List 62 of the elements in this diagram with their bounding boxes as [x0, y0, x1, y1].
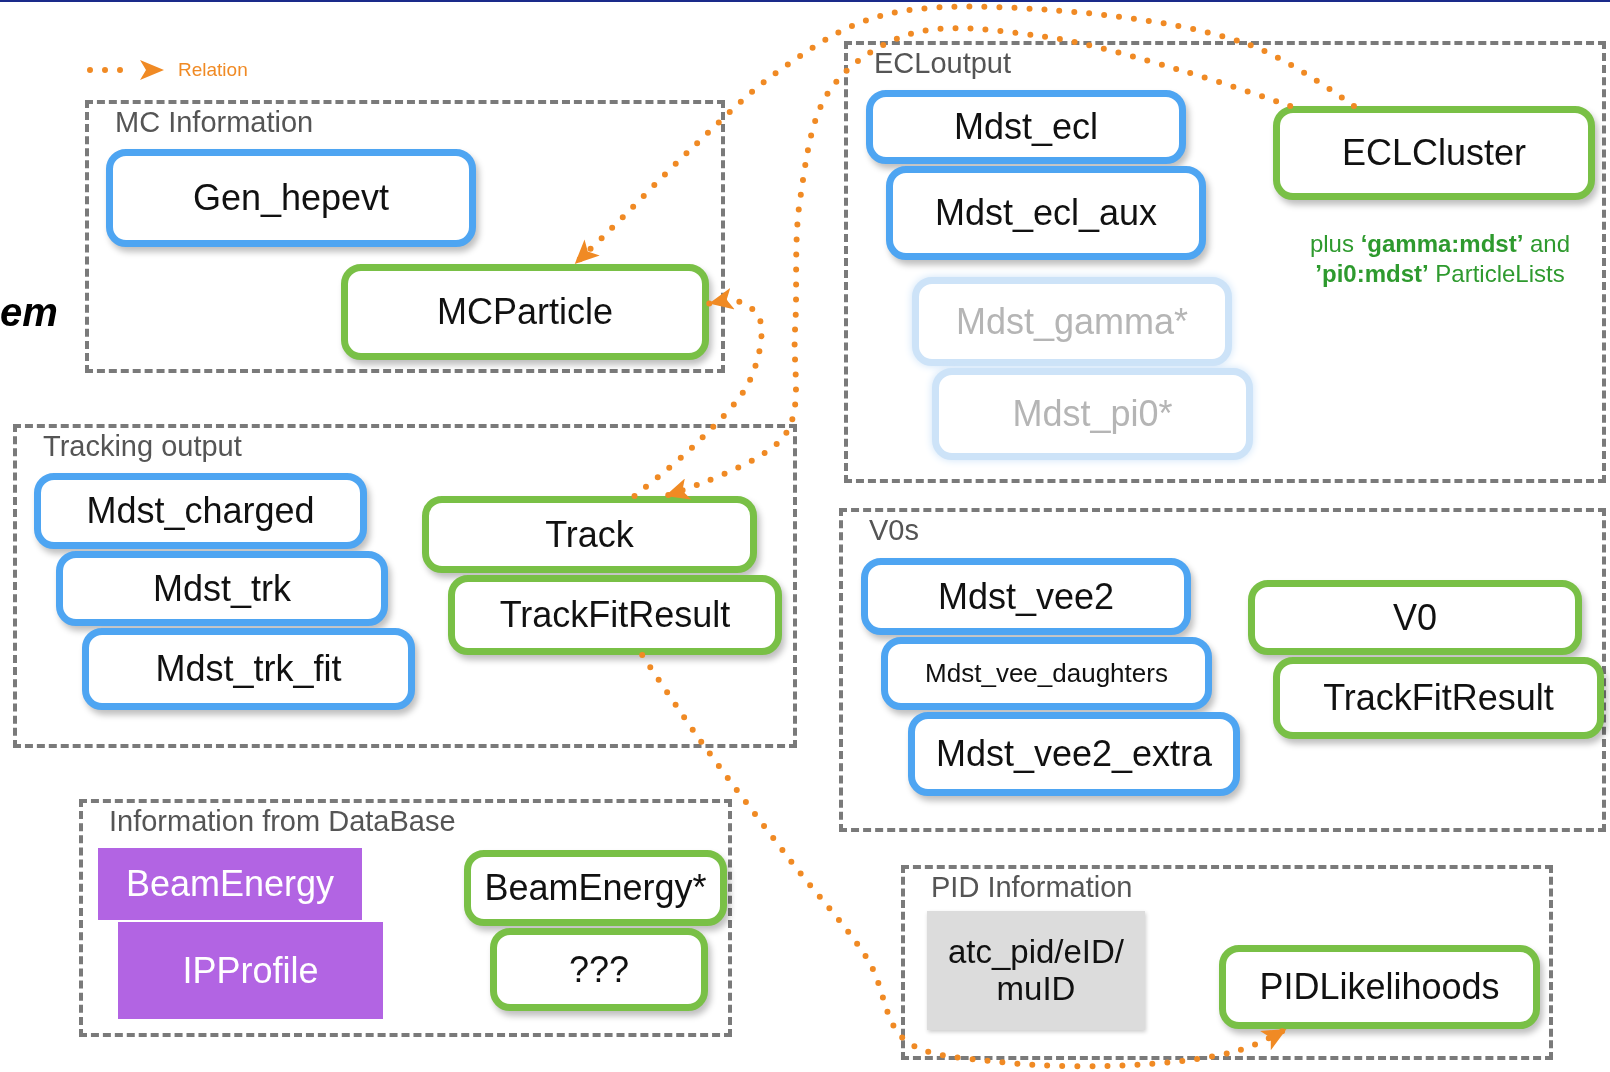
dashed-group-frame	[844, 41, 1606, 483]
filled-box	[118, 922, 383, 1019]
node-label: Mdst_trk_fit	[155, 649, 342, 689]
faded-rounded-box	[912, 277, 1232, 366]
group-title: MC Information	[115, 106, 314, 139]
rounded-box	[422, 496, 757, 573]
group-title: PID Information	[931, 871, 1133, 904]
group-title: Information from DataBase	[109, 805, 456, 838]
rounded-box	[908, 712, 1240, 796]
rounded-box	[1248, 580, 1582, 655]
legend-label: Relation	[178, 59, 248, 81]
node-label: Mdst_pi0*	[1012, 394, 1173, 434]
node-label: IPProfile	[182, 950, 319, 991]
node-label: Mdst_vee2_extra	[935, 734, 1213, 774]
node-label: Mdst_ecl	[953, 107, 1099, 147]
node-label: Mdst_vee_daughters	[925, 659, 1168, 688]
node-label: TrackFitResult	[1323, 678, 1554, 718]
node-label: TrackFitResult	[499, 595, 731, 635]
node-label: BeamEnergy*	[484, 868, 707, 908]
node-label: MCParticle	[437, 292, 613, 332]
rounded-box	[448, 575, 782, 655]
node-label: Mdst_charged	[86, 491, 315, 531]
group-title: V0s	[869, 514, 919, 547]
note-text: plus ‘gamma:mdst’ and ’pi0:mdst’ ParticleLists	[1308, 229, 1572, 289]
rounded-box	[106, 149, 476, 247]
rounded-box	[490, 928, 708, 1011]
relation-arrow	[631, 288, 765, 499]
node-label: Mdst_gamma*	[955, 301, 1189, 342]
relation-arrow	[662, 25, 1294, 500]
rounded-box	[1219, 945, 1540, 1029]
rounded-box	[464, 850, 727, 926]
node-label: Mdst_trk	[153, 568, 291, 609]
node-label: ECLCluster	[1341, 133, 1527, 173]
node-label: PIDLikelihoods	[1259, 967, 1500, 1007]
filled-box	[927, 911, 1145, 1030]
cut-off-title-text: em	[0, 290, 58, 335]
node-label: atc_pid/eID/ muID	[946, 934, 1126, 1007]
node-label: Mdst_ecl_aux	[934, 193, 1158, 233]
rounded-box	[341, 264, 709, 360]
node-label: BeamEnergy	[125, 864, 335, 904]
rounded-box	[1273, 657, 1604, 739]
dashed-group-frame	[85, 100, 725, 373]
node-label: V0	[1392, 597, 1437, 638]
rounded-box	[34, 473, 367, 549]
rounded-box	[861, 558, 1191, 635]
dashed-group-frame	[839, 508, 1606, 832]
rounded-box	[56, 551, 388, 626]
rounded-box	[881, 637, 1212, 710]
node-label: Track	[545, 514, 634, 555]
node-label: Mdst_vee2	[937, 576, 1115, 617]
group-title: ECLoutput	[874, 47, 1012, 80]
faded-rounded-box	[932, 368, 1253, 460]
rounded-box	[82, 628, 415, 710]
dashed-group-frame	[13, 424, 797, 748]
rounded-box	[886, 166, 1206, 260]
rounded-box	[866, 90, 1186, 164]
dashed-group-frame	[901, 865, 1553, 1060]
node-label: ???	[568, 949, 630, 990]
node-label: Gen_hepevt	[192, 178, 390, 218]
dashed-group-frame	[79, 799, 732, 1037]
group-title: Tracking output	[43, 430, 242, 463]
filled-box	[98, 848, 362, 920]
